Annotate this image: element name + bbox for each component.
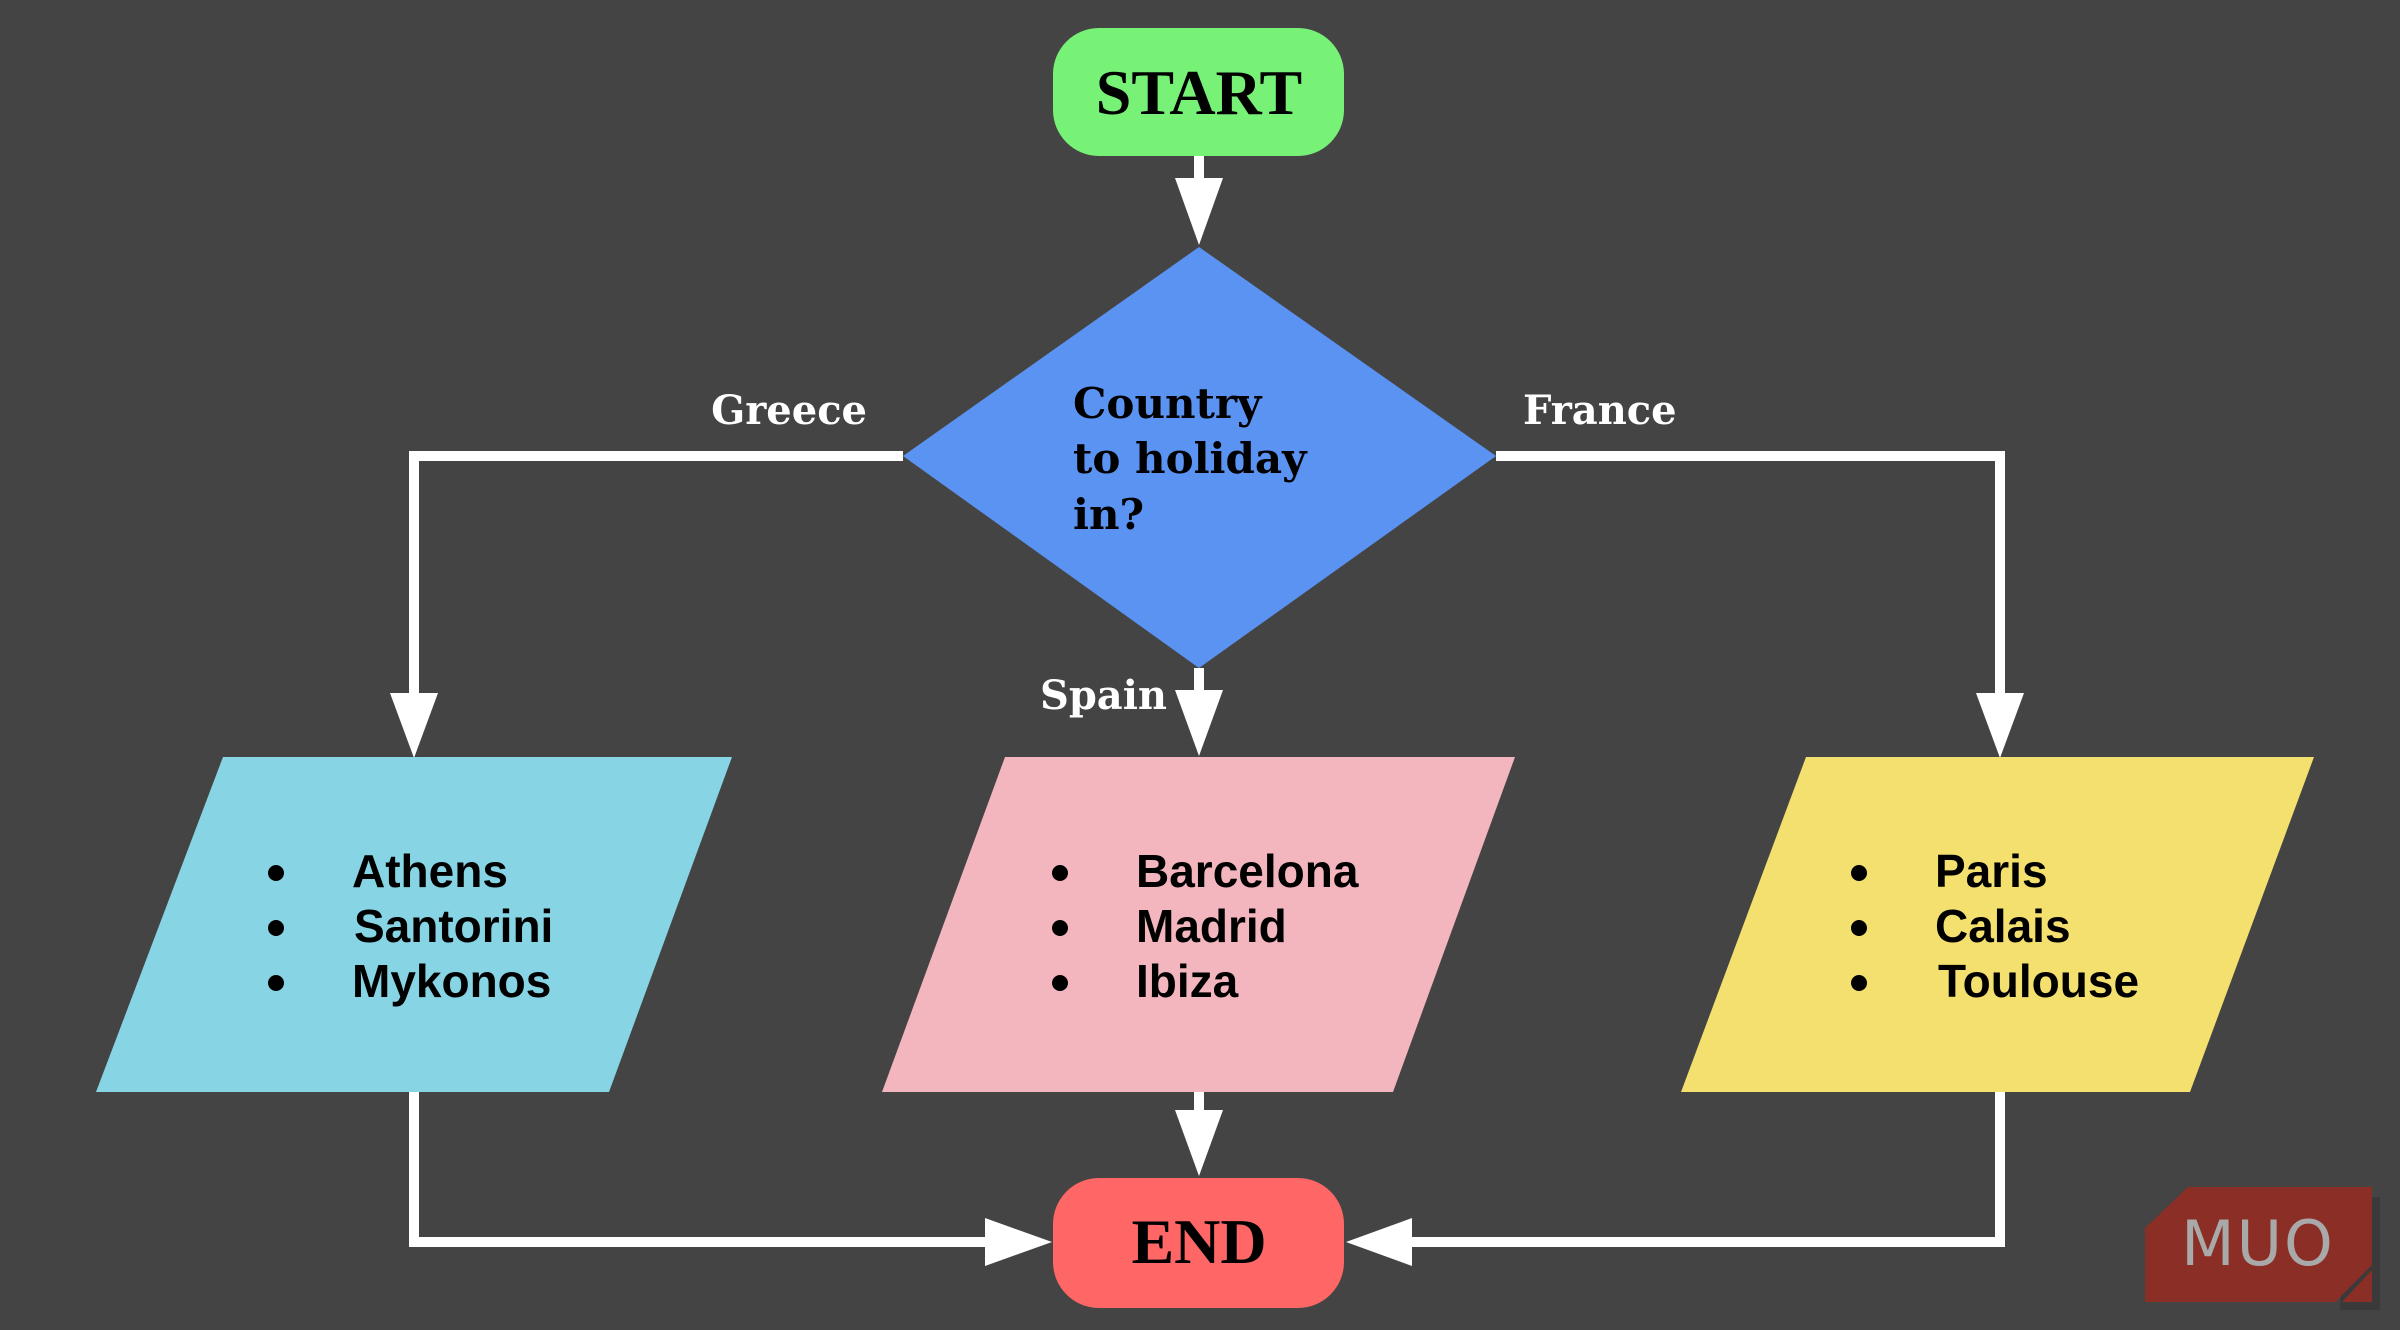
- bullet-icon: [268, 865, 284, 881]
- arrowhead-down-icon: [1976, 693, 2024, 758]
- bullet-icon: [1851, 865, 1867, 881]
- connector-greece-end: [409, 1092, 990, 1247]
- arrowhead-right-icon: [985, 1218, 1052, 1266]
- edge-label-greece: Greece: [711, 387, 867, 434]
- start-shape: [1053, 28, 1344, 156]
- greece-node[interactable]: Athens Santorini Mykonos: [96, 757, 732, 1092]
- decision-line-3: in?: [1073, 490, 1144, 539]
- arrowhead-down-icon: [1175, 690, 1223, 756]
- arrowhead-down-icon: [390, 693, 438, 758]
- spain-item: Ibiza: [1136, 955, 1239, 1007]
- bullet-icon: [1851, 920, 1867, 936]
- end-label: END: [1131, 1206, 1266, 1277]
- logo-notch: [2342, 1270, 2372, 1302]
- spain-node[interactable]: Barcelona Madrid Ibiza: [882, 757, 1515, 1092]
- france-shape: [1681, 757, 2314, 1092]
- connector-decision-france: [1496, 451, 2005, 705]
- end-shape: [1053, 1178, 1344, 1308]
- arrowhead-down-icon: [1175, 1110, 1223, 1176]
- spain-item: Madrid: [1136, 900, 1287, 952]
- start-node[interactable]: START: [1053, 28, 1344, 156]
- greece-shape: [96, 757, 732, 1092]
- arrowheads: [390, 178, 2024, 1266]
- edge-label-spain: Spain: [1040, 672, 1167, 719]
- decision-line-1: Country: [1073, 379, 1263, 428]
- decision-line-2: to holiday: [1073, 434, 1308, 483]
- arrowhead-down-icon: [1175, 178, 1223, 245]
- logo-shape: [2145, 1187, 2372, 1302]
- decision-node[interactable]: Country to holiday in?: [903, 247, 1496, 668]
- connector-decision-greece: [409, 451, 903, 705]
- start-label: START: [1096, 57, 1302, 128]
- france-item: Calais: [1935, 900, 2071, 952]
- decision-shape: [903, 247, 1496, 668]
- spain-item: Barcelona: [1136, 845, 1359, 897]
- greece-item: Athens: [352, 845, 508, 897]
- bullet-icon: [1052, 975, 1068, 991]
- france-node[interactable]: Paris Calais Toulouse: [1681, 757, 2314, 1092]
- bullet-icon: [1052, 865, 1068, 881]
- end-node[interactable]: END: [1053, 1178, 1344, 1308]
- greece-item: Mykonos: [352, 955, 551, 1007]
- edge-label-france: France: [1523, 387, 1677, 434]
- bullet-icon: [268, 975, 284, 991]
- bullet-icon: [268, 920, 284, 936]
- muo-logo: MUO: [2145, 1187, 2380, 1310]
- bullet-icon: [1052, 920, 1068, 936]
- arrowhead-left-icon: [1346, 1218, 1412, 1266]
- connectors: [409, 156, 2005, 1247]
- greece-item: Santorini: [354, 900, 553, 952]
- bullet-icon: [1851, 975, 1867, 991]
- logo-text: MUO: [2181, 1207, 2335, 1280]
- connector-france-end: [1405, 1092, 2005, 1247]
- france-item: Toulouse: [1938, 955, 2139, 1007]
- france-item: Paris: [1935, 845, 2048, 897]
- spain-shape: [882, 757, 1515, 1092]
